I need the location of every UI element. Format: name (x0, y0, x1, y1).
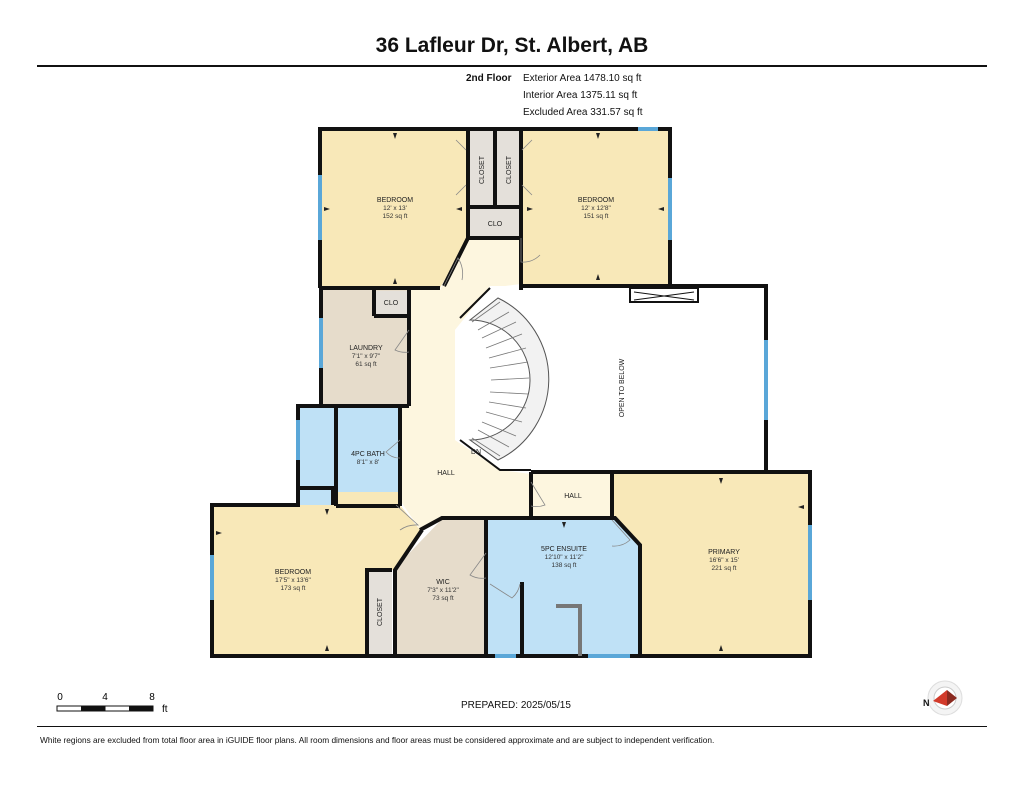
clo-top-label: CLO (488, 221, 503, 228)
dimension-ticks (216, 133, 804, 651)
doors (385, 139, 631, 599)
closet-left-label: CLOSET (479, 155, 486, 184)
floor-label: 2nd Floor (466, 73, 512, 84)
room-bedroom-sw (213, 492, 420, 655)
hall-area (400, 238, 612, 530)
clo-laundry (374, 291, 408, 315)
bedroom-ne-dims: 12' x 12'8" (581, 205, 611, 212)
clo-laundry-label: CLO (384, 300, 399, 307)
closet-right-label: CLOSET (506, 155, 513, 184)
ensuite-dims: 12'10" x 11'2" (545, 554, 584, 561)
window-box (629, 287, 699, 303)
room-ensuite (486, 519, 640, 655)
open-to-below-label: OPEN TO BELOW (619, 358, 626, 417)
disclaimer: White regions are excluded from total fl… (40, 735, 715, 745)
closet-right (497, 131, 521, 207)
prepared-date: PREPARED: 2025/05/15 (461, 700, 571, 711)
room-bedroom-ne (521, 129, 668, 284)
hall-label-primary: HALL (564, 493, 582, 500)
laundry-area: 61 sq ft (355, 361, 377, 368)
ensuite-name: 5PC ENSUITE (541, 546, 587, 553)
bath-dims: 8'1" x 8' (357, 459, 380, 466)
closet-sw (367, 570, 392, 655)
closet-left (469, 131, 495, 207)
bedroom-ne-name: BEDROOM (578, 197, 614, 204)
bedroom-sw-dims: 17'5" x 13'6" (275, 577, 311, 584)
wic-area: 73 sq ft (432, 595, 454, 602)
interior-area: Interior Area 1375.11 sq ft (523, 90, 638, 101)
stair-treads (471, 301, 530, 457)
closet-sw-label: CLOSET (377, 597, 384, 626)
bath-name: 4PC BATH (351, 451, 385, 458)
windows (210, 127, 812, 658)
bedroom-ne-area: 151 sq ft (584, 213, 609, 220)
bedroom-sw-name: BEDROOM (275, 569, 311, 576)
room-wic (395, 519, 485, 655)
room-bedroom-nw (320, 129, 468, 288)
exterior-area: Exterior Area 1478.10 sq ft (523, 73, 642, 84)
bedroom-nw-area: 152 sq ft (383, 213, 408, 220)
bedroom-nw-name: BEDROOM (377, 197, 413, 204)
footer-divider (37, 726, 987, 727)
laundry-dims: 7'1" x 9'7" (352, 353, 381, 360)
stair-dn-label: DN (471, 449, 481, 456)
primary-dims: 16'6" x 15' (709, 557, 739, 564)
bedroom-nw-dims: 12' x 13' (383, 205, 407, 212)
bedroom-sw-area: 173 sq ft (281, 585, 306, 592)
wic-dims: 7'3" x 11'2" (427, 587, 459, 594)
page-title: 36 Lafleur Dr, St. Albert, AB (375, 34, 649, 57)
staircase (468, 297, 550, 461)
primary-name: PRIMARY (708, 549, 740, 556)
title-divider (37, 65, 987, 67)
primary-area: 221 sq ft (712, 565, 737, 572)
hall-label-main: HALL (437, 470, 455, 477)
room-primary (612, 474, 810, 655)
excluded-area: Excluded Area 331.57 sq ft (523, 107, 643, 118)
clo-top (469, 208, 521, 238)
wic-name: WIC (436, 579, 450, 586)
ensuite-area: 138 sq ft (552, 562, 577, 569)
laundry-name: LAUNDRY (349, 345, 383, 352)
